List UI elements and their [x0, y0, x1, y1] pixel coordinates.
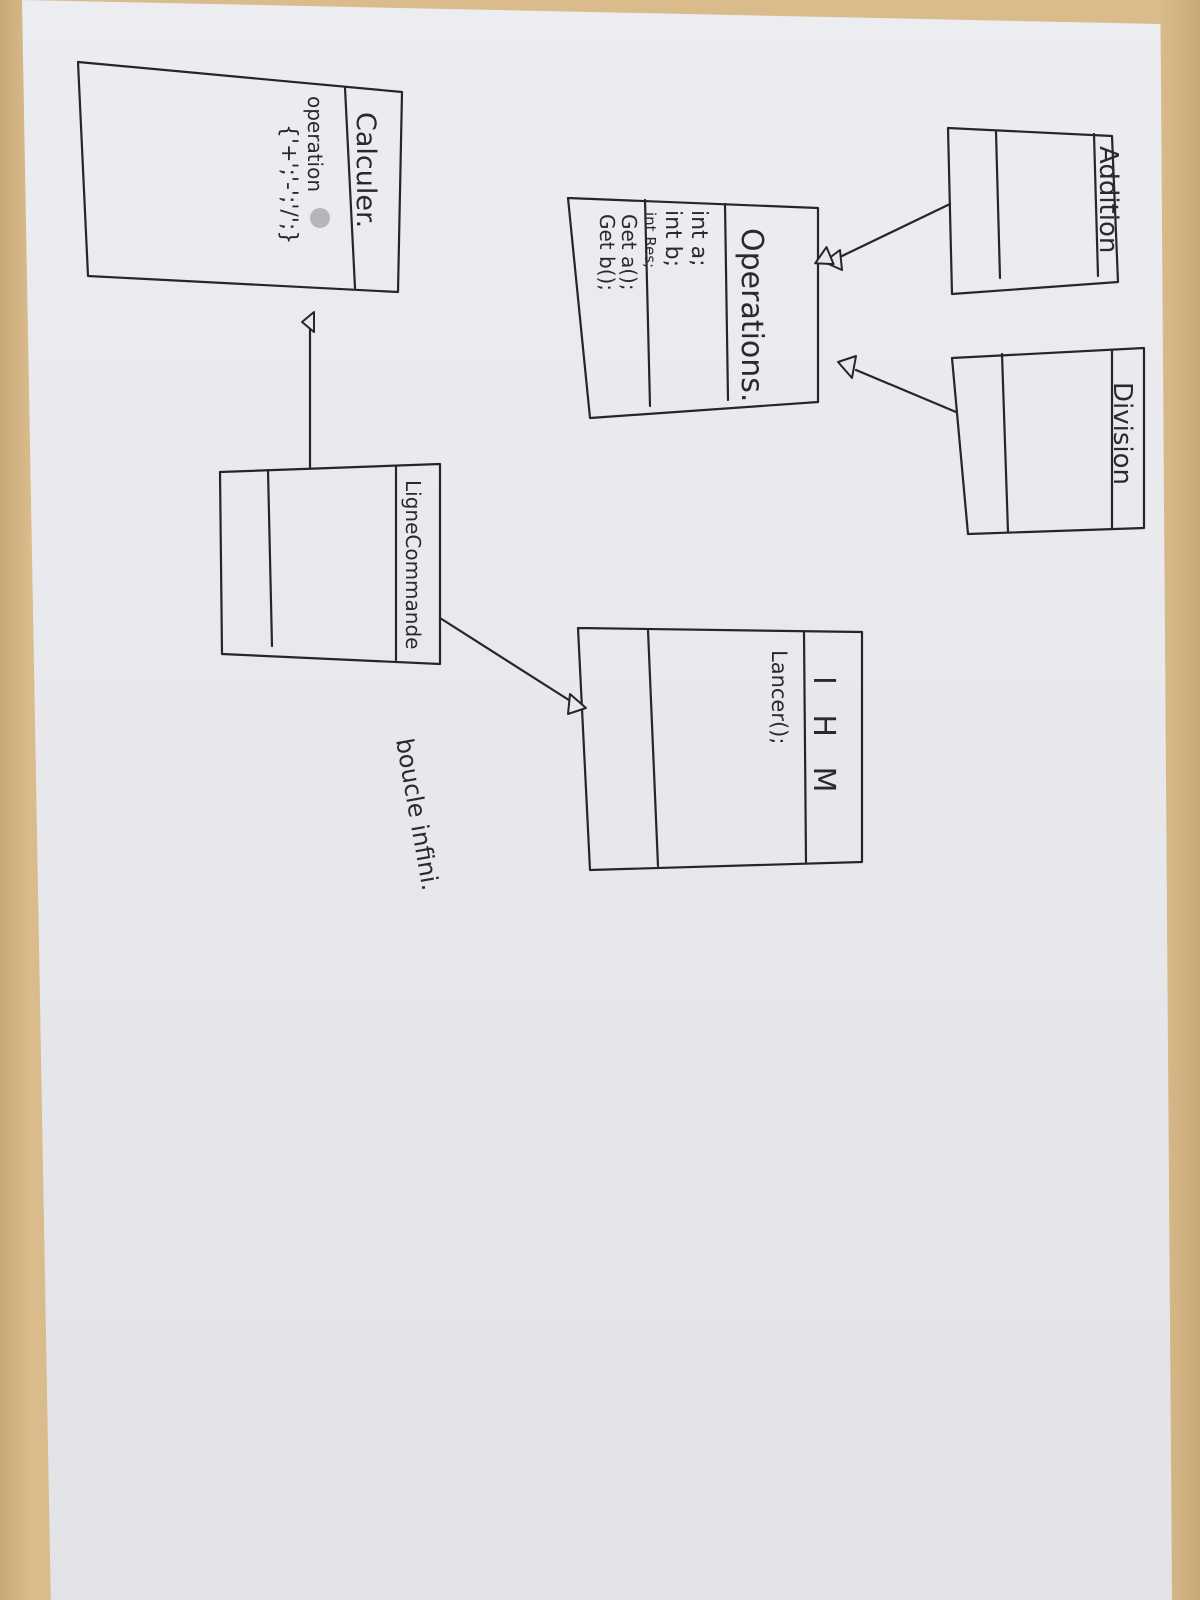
class-ihm-name: I H M	[806, 676, 841, 802]
class-operations-method-2: Get b();	[595, 214, 619, 291]
class-operations-attr-2: int b;	[660, 210, 685, 267]
class-operations-method-1: Get a();	[617, 214, 641, 291]
class-division-name: Division	[1107, 382, 1137, 485]
class-calculer-name: Calculer.	[350, 112, 381, 228]
class-lignecommande-name: LigneCommande	[401, 480, 425, 649]
class-operations: Operations. int a; int b; int Res; Get a…	[566, 196, 820, 420]
class-calculer-attr-2: {'+';'-';'/';}	[276, 124, 301, 244]
class-lignecommande: LigneCommande	[218, 462, 442, 666]
class-operations-attr-3: int Res;	[641, 212, 659, 268]
relation-addition-operations	[823, 202, 952, 271]
class-ihm: I H M Lancer();	[576, 626, 864, 872]
class-operations-name: Operations.	[734, 228, 769, 402]
note-boucle-infini: boucle infini.	[390, 736, 444, 892]
class-addition-name: Addition	[1093, 146, 1123, 253]
class-addition: Addition	[946, 126, 1123, 296]
relation-division-operations	[837, 355, 958, 414]
class-division: Division	[950, 346, 1146, 536]
relation-lignecommande-calculer	[301, 311, 315, 470]
class-ihm-attr-1: Lancer();	[767, 650, 791, 744]
relation-lignecommande-ihm	[438, 616, 587, 715]
paper-sheet	[22, 0, 1172, 1600]
class-calculer: Calculer. operation {'+';'-';'/';}	[76, 60, 404, 294]
class-calculer-attr-1: operation	[303, 96, 327, 192]
relation-divisions-operations-arrow	[814, 246, 835, 266]
class-operations-attr-1: int a;	[686, 210, 711, 267]
